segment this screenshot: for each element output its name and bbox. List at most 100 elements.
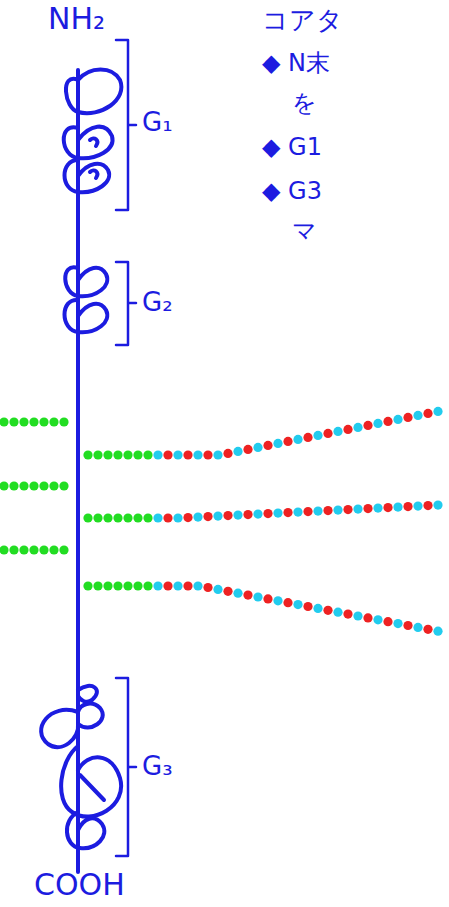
sugar-unit (433, 407, 442, 416)
sugar-unit (93, 581, 102, 590)
domain-bracket (116, 678, 136, 856)
sugar-unit (163, 450, 172, 459)
sugar-unit (243, 510, 252, 519)
sugar-unit (203, 450, 212, 459)
sugar-unit (343, 505, 352, 514)
sugar-unit (433, 501, 442, 510)
sugar-unit (49, 545, 58, 554)
sugar-unit (423, 409, 432, 418)
sugar-unit (59, 545, 68, 554)
sugar-unit (213, 511, 222, 520)
note-text: マ (292, 218, 317, 244)
sugar-unit (403, 413, 412, 422)
sugar-unit (363, 504, 372, 513)
g3-loop (80, 775, 104, 800)
sugar-unit (59, 481, 68, 490)
sugar-unit (283, 598, 292, 607)
sugar-unit (253, 592, 262, 601)
sugar-unit (9, 545, 18, 554)
sugar-unit (273, 439, 282, 448)
sugar-unit (323, 606, 332, 615)
sugar-unit (83, 581, 92, 590)
g3-loop (78, 686, 97, 702)
g1-loop (64, 127, 113, 159)
sugar-unit (123, 513, 132, 522)
sugar-unit (303, 602, 312, 611)
sugar-unit (383, 417, 392, 426)
sugar-unit (9, 417, 18, 426)
sugar-unit (19, 481, 28, 490)
sugar-unit (263, 594, 272, 603)
sugar-unit (153, 581, 162, 590)
sugar-unit (253, 443, 262, 452)
sugar-unit (433, 627, 442, 636)
sugar-unit (253, 509, 262, 518)
sugar-unit (313, 431, 322, 440)
sugar-unit (323, 506, 332, 515)
sugar-unit (39, 545, 48, 554)
sugar-unit (113, 513, 122, 522)
sugar-unit (273, 596, 282, 605)
sugar-unit (363, 613, 372, 622)
domain-label: G₁ (142, 108, 173, 137)
sugar-unit (223, 587, 232, 596)
g2-loop (65, 267, 107, 296)
g2-loop (65, 300, 108, 332)
sugar-unit (113, 581, 122, 590)
sugar-unit (343, 425, 352, 434)
sugar-unit (163, 513, 172, 522)
domain-label: G₃ (142, 752, 173, 781)
sugar-unit (193, 450, 202, 459)
sugar-unit (93, 450, 102, 459)
g1-loop (66, 70, 121, 114)
sugar-unit (203, 512, 212, 521)
sugar-unit (413, 623, 422, 632)
sugar-unit (0, 417, 9, 426)
sugar-unit (193, 513, 202, 522)
g1-loop (90, 138, 97, 146)
sugar-unit (353, 423, 362, 432)
sugar-unit (393, 619, 402, 628)
sugar-unit (343, 610, 352, 619)
sugar-unit (353, 611, 362, 620)
sugar-unit (333, 427, 342, 436)
sugar-unit (113, 450, 122, 459)
sugar-unit (183, 581, 192, 590)
sugar-unit (233, 589, 242, 598)
sugar-unit (29, 481, 38, 490)
sugar-unit (143, 513, 152, 522)
sugar-unit (263, 509, 272, 518)
note-text: を (292, 90, 317, 116)
sugar-unit (123, 581, 132, 590)
sugar-unit (173, 450, 182, 459)
domain-bracket (116, 262, 136, 345)
sugar-unit (49, 481, 58, 490)
sugar-unit (373, 504, 382, 513)
sugar-unit (293, 435, 302, 444)
sugar-unit (393, 415, 402, 424)
sugar-unit (333, 608, 342, 617)
sugar-unit (293, 507, 302, 516)
sugar-unit (83, 450, 92, 459)
sugar-unit (303, 433, 312, 442)
sugar-unit (393, 503, 402, 512)
sugar-unit (283, 437, 292, 446)
sugar-unit (173, 581, 182, 590)
sugar-unit (223, 511, 232, 520)
terminus-label: COOH (34, 868, 125, 901)
sugar-unit (133, 581, 142, 590)
g3-loop (67, 812, 104, 848)
sugar-unit (103, 581, 112, 590)
note-text: ◆ N末 (262, 50, 330, 76)
sugar-unit (373, 419, 382, 428)
sugar-unit (0, 481, 9, 490)
sugar-unit (103, 513, 112, 522)
sugar-unit (0, 545, 9, 554)
g3-loop (61, 746, 121, 817)
glycosaminoglycan-chains (0, 407, 443, 636)
sugar-unit (93, 513, 102, 522)
sugar-unit (403, 621, 412, 630)
sugar-unit (173, 513, 182, 522)
sugar-unit (243, 591, 252, 600)
sugar-unit (263, 441, 272, 450)
